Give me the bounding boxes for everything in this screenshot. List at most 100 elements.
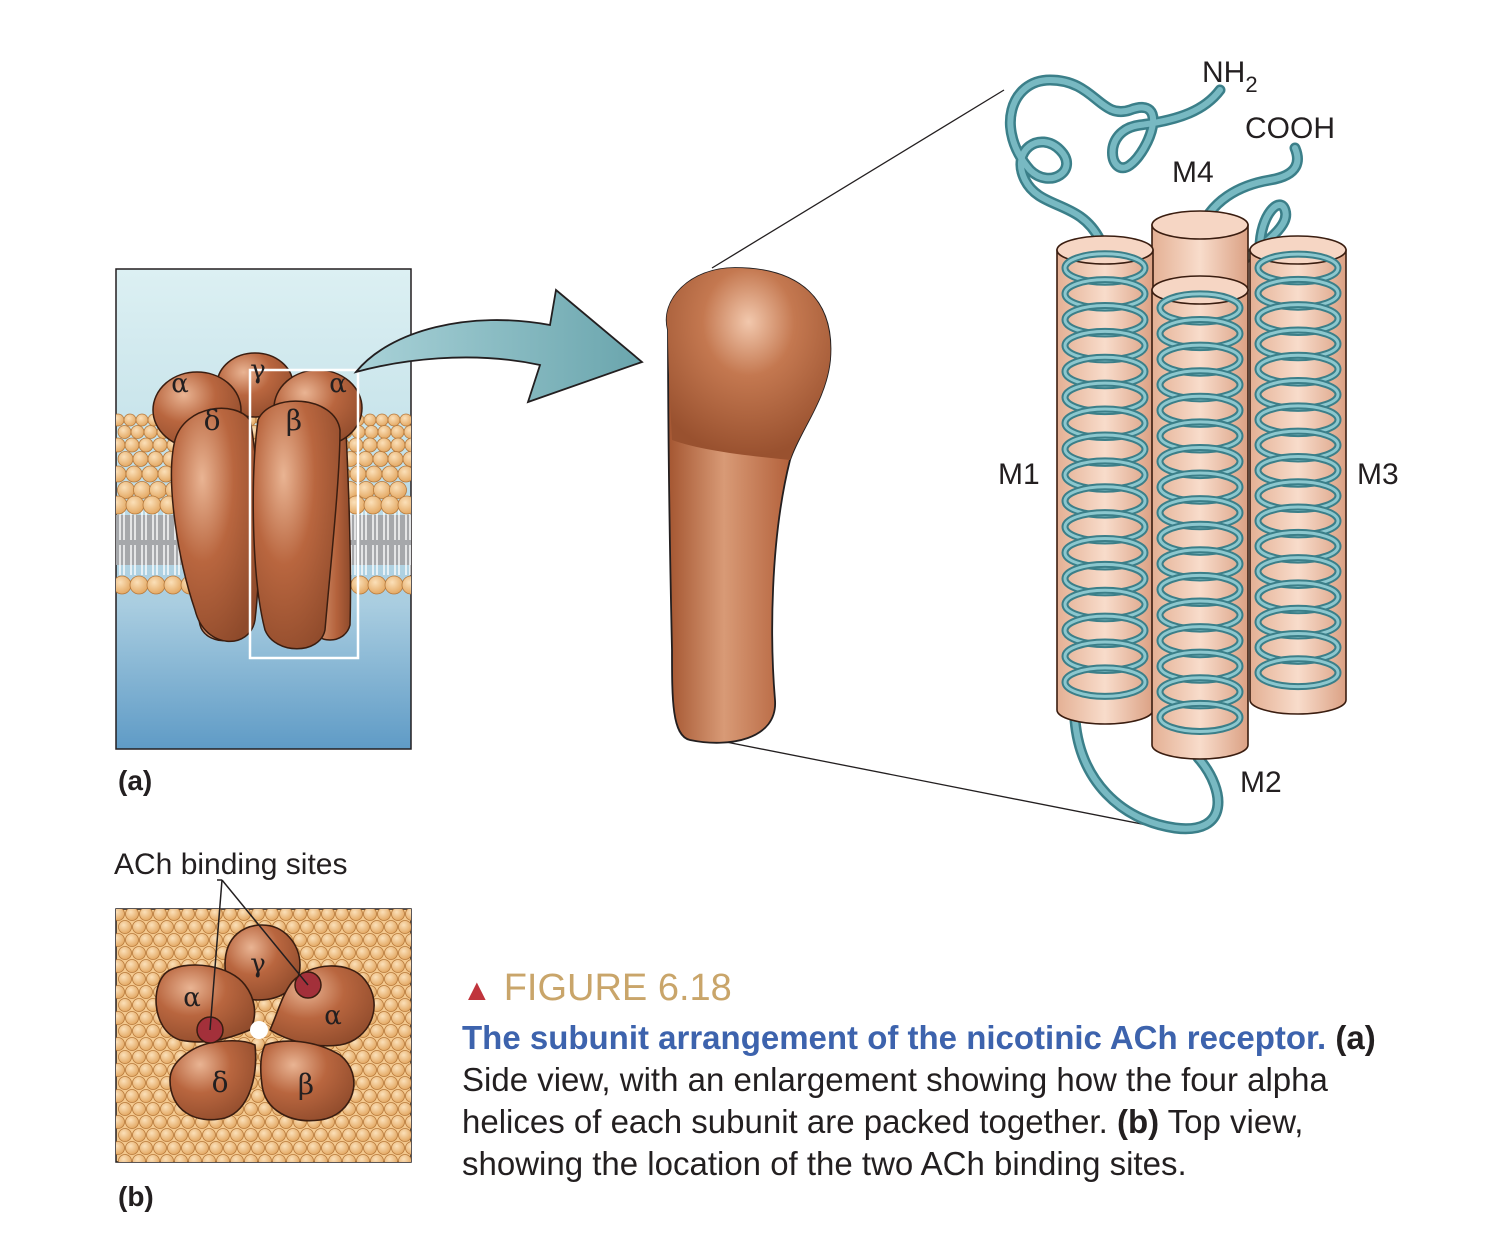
delta-label-a: δ [204,404,221,437]
lipid-head [139,1089,153,1103]
lipid-head [363,413,377,427]
lipid-head [118,972,132,986]
receptor-complex [152,352,363,650]
lipid-head [139,1011,153,1025]
lipid-head [390,425,405,439]
lipid-head [328,920,342,934]
lipid-head [216,1128,230,1142]
lipid-head [377,1115,391,1129]
lipid-head [384,1050,398,1064]
lipid-head [321,1141,335,1155]
lipid-head [116,1141,125,1155]
lipid-head [153,1037,167,1051]
lipid-head [188,946,202,960]
alpha-left-label-a: α [171,369,189,399]
cylinders [1056,210,1347,760]
lipid-head [265,909,279,921]
cooh-label: COOH [1245,112,1335,145]
lipid-head [163,575,183,595]
ach-binding-label: ACh binding sites [114,848,347,881]
lipid-head [307,1141,321,1155]
lipid-head [398,920,411,934]
lipid-head [391,933,405,947]
lipid-head [403,425,411,439]
lipid-head [399,413,411,427]
lipid-head [118,1154,132,1162]
lipid-head [391,1063,405,1077]
lipid-head [377,959,391,973]
lipid-head [153,1115,167,1129]
lipid-head [116,465,127,483]
lipid-head [132,972,146,986]
lipid-head [146,972,160,986]
lipid-head [174,946,188,960]
lipid-head [384,1024,398,1038]
lipid-head [349,933,363,947]
lipid-head [321,933,335,947]
lipid-head [237,1115,251,1129]
lipid-head [265,1141,279,1155]
lipid-head [195,1141,209,1155]
zoom-line-bottom [715,739,1173,831]
lipid-head [342,920,356,934]
lipid-head [405,959,411,973]
lipid-head [356,1154,370,1162]
lipid-head [335,933,349,947]
panel-a-tag: (a) [118,765,152,796]
lipid-head [223,1141,237,1155]
lipid-head [251,1115,265,1129]
lipid-head [139,1063,153,1077]
lipid-head [167,933,181,947]
nh2-subscript: 2 [1245,72,1257,97]
lipid-head [391,1037,405,1051]
lipid-head [357,451,374,467]
lipid-head [146,575,166,595]
lipid-head [335,909,349,921]
lipid-tail [152,545,158,575]
lipid-head [116,959,125,973]
lipid-head [181,933,195,947]
nh2-text: NH [1202,56,1245,89]
lipid-head [132,946,146,960]
lipid-head [125,1063,139,1077]
lipid-tail [383,545,389,575]
lipid-head [125,1089,139,1103]
lipid-head [376,437,392,453]
lipid-head [328,1154,342,1162]
helix-bundle [1004,74,1347,835]
lipid-head [387,413,401,427]
lipid-head [398,998,411,1012]
lipid-head [391,1115,405,1129]
lipid-head [116,1089,125,1103]
lipid-head [384,920,398,934]
lipid-head [391,985,405,999]
lipid-head [188,1154,202,1162]
lipid-head [384,1076,398,1090]
lipid-head [116,1115,125,1129]
lipid-head [300,1128,314,1142]
lipid-head [349,1141,363,1155]
caption-part-b-tag: (b) [1116,1103,1160,1140]
lipid-head [132,451,149,467]
lipid-head [153,909,167,921]
lipid-head [377,425,392,439]
alpha-right-label-a: α [329,369,347,399]
lipid-head [314,1154,328,1162]
lipid-head [118,1024,132,1038]
lipid-head [146,1050,160,1064]
subunit-selection-box [248,368,360,660]
lipid-head [384,1102,398,1116]
subunit-head [666,268,831,460]
lipid-head [314,946,328,960]
helix-m2 [1151,275,1249,760]
lipid-head [384,972,398,986]
lipid-head [356,946,370,960]
lipid-tail [361,545,367,575]
caption-part-a-text: Side view, with an enlargement showing h… [462,1061,1328,1140]
lipid-head [384,1154,398,1162]
lipid-head [363,1063,377,1077]
lipid-head [377,1011,391,1025]
lipid-head [377,1063,391,1077]
lipid-head [377,1037,391,1051]
